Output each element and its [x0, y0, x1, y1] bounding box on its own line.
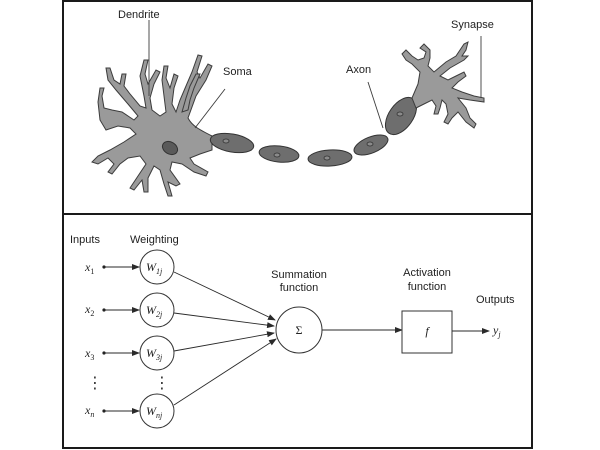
weight-label: W1j: [146, 260, 163, 276]
activation-node: [401, 310, 453, 354]
input-node-dot: [102, 308, 106, 312]
soma-and-dendrites: [91, 54, 213, 197]
input-node-dot: [102, 351, 106, 355]
schwann-nucleus: [366, 141, 374, 147]
input-variable: x1: [84, 260, 94, 276]
weight-to-sum-arrow: [173, 312, 275, 329]
axon-leader-line: [367, 81, 384, 129]
weight-node: [139, 393, 175, 429]
weighting-header: Weighting: [130, 234, 179, 246]
input-row: x2 W2j: [84, 292, 175, 328]
summation-label-line2: function: [280, 282, 319, 294]
schwann-nucleus: [323, 155, 331, 161]
outputs-header: Outputs: [476, 294, 515, 306]
weight-node: [139, 249, 175, 285]
soma-label: Soma: [223, 66, 253, 78]
dendrite-label: Dendrite: [118, 9, 160, 21]
weight-to-sum-arrow: [173, 338, 277, 406]
weight-label: Wnj: [146, 404, 163, 420]
weight-to-sum-arrow: [173, 331, 275, 352]
activation-label-line1: Activation: [403, 267, 451, 279]
artificial-neuron-panel: Inputs Weighting x1 W1j x2 W2j x3 W3j ⋮ …: [70, 234, 515, 429]
weight-node: [139, 335, 175, 371]
input-row: xn Wnj: [84, 393, 175, 429]
inputs-ellipsis: ⋮: [87, 373, 103, 392]
axon-terminal-branches: [401, 41, 485, 129]
figure-frame: [62, 0, 533, 449]
activation-label-line2: function: [408, 281, 447, 293]
input-row: x3 W3j: [84, 335, 175, 371]
weight-label: W2j: [146, 303, 163, 319]
schwann-nucleus: [396, 111, 404, 117]
summation-symbol: Σ: [296, 323, 303, 337]
myelin-segment: [209, 132, 255, 154]
weights-ellipsis: ⋮: [154, 373, 170, 392]
inputs-header: Inputs: [70, 234, 100, 246]
schwann-nucleus: [222, 138, 230, 144]
weight-to-sum-arrow: [173, 271, 276, 321]
output-variable: yj: [492, 323, 501, 339]
input-variable: x3: [84, 346, 94, 362]
summation-label-line1: Summation: [271, 269, 327, 281]
neuron-cell-body: [91, 54, 213, 197]
input-row: x1 W1j: [84, 249, 175, 285]
weight-node: [139, 292, 175, 328]
weight-label: W3j: [146, 346, 163, 362]
input-node-dot: [102, 409, 106, 413]
schwann-nucleus: [273, 152, 281, 158]
axon-label: Axon: [346, 64, 371, 76]
dendrite-branch: [181, 73, 201, 113]
synapse-label: Synapse: [451, 19, 494, 31]
activation-symbol: f: [425, 324, 430, 338]
input-variable: x2: [84, 302, 94, 318]
biological-neuron-panel: Dendrite Soma Axon Synapse: [91, 9, 494, 197]
input-variable: xn: [84, 403, 94, 419]
soma-nucleus: [161, 140, 179, 156]
soma-leader-line: [194, 88, 226, 129]
input-node-dot: [102, 265, 106, 269]
